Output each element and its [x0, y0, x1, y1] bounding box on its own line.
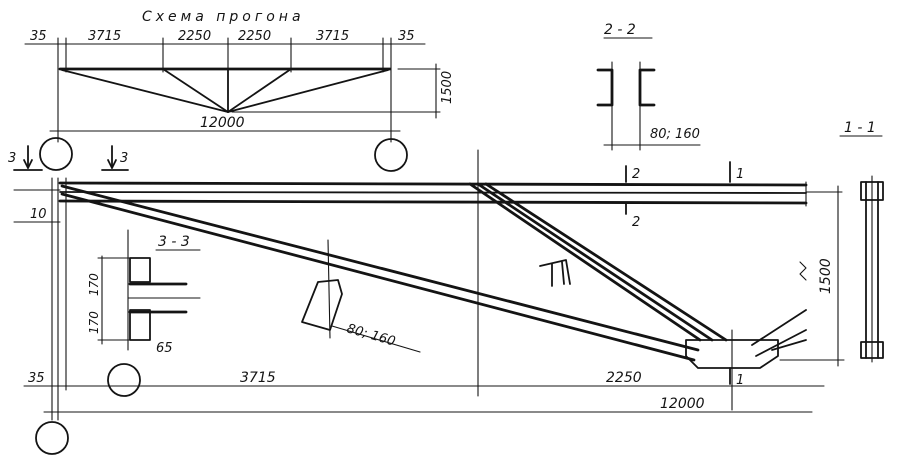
top-chord-upper — [58, 181, 808, 187]
purlin-scheme: Схема прогона 35 3715 2250 2250 3715 35 … — [24, 9, 455, 172]
diagonal-right-lower — [476, 182, 714, 342]
diagonal-right-upper — [468, 182, 702, 342]
scheme-diag-2 — [227, 68, 292, 113]
scheme-dim-35-right: 35 — [398, 29, 415, 44]
axis-circle-mid — [107, 363, 141, 397]
diagonal-left-upper — [60, 184, 700, 352]
scheme-dim-1500: 1500 — [440, 71, 455, 104]
top-chord-lower — [58, 199, 808, 205]
scheme-dim-3715-right: 3715 — [316, 29, 349, 44]
section-arrowhead — [23, 159, 33, 169]
axis-circle-right — [374, 138, 408, 172]
dim-12000: 12000 — [660, 396, 705, 412]
mark-1-bottom: 1 — [736, 373, 744, 388]
scheme-dim-2250-left: 2250 — [178, 29, 211, 44]
channel-left — [596, 68, 614, 107]
diagonal-left-lower — [60, 192, 696, 362]
section-2-2-title: 2 - 2 — [604, 22, 636, 38]
diagonal-right-edge — [484, 182, 728, 342]
section-1-1-title: 1 - 1 — [844, 120, 876, 136]
mark-3-left: 3 — [8, 151, 16, 166]
mark-2-top: 2 — [632, 167, 640, 182]
strut-axis — [327, 239, 331, 339]
top-chord-mid — [59, 191, 807, 194]
axis-circle-bottom — [35, 421, 69, 455]
scheme-diag-1 — [162, 68, 229, 113]
section-2-2: 2 - 2 80; 160 — [596, 22, 701, 151]
section-3-3-dim-a: 170 — [87, 273, 101, 296]
scheme-bottom-right — [227, 69, 389, 113]
section-1-1: 1 - 1 — [839, 120, 884, 363]
dim-35: 35 — [28, 371, 45, 386]
strut-detail — [301, 279, 343, 331]
scheme-dim-3715-left: 3715 — [88, 29, 121, 44]
section-3-3-title: 3 - 3 — [158, 234, 190, 250]
purlin-elevation: 3 3 10 2 2 — [8, 145, 845, 455]
scheme-dim-35-left: 35 — [30, 29, 47, 44]
strut-label: 80; 160 — [345, 321, 397, 349]
channel-right — [638, 68, 656, 107]
gusset-plate — [685, 339, 779, 369]
axis-circle-left — [39, 137, 73, 171]
scheme-dim-2250-right: 2250 — [238, 29, 271, 44]
leader-line — [331, 325, 421, 353]
section-1-1-base — [860, 341, 884, 359]
dim-2250: 2250 — [606, 370, 642, 386]
diagonal-far-right-2 — [755, 329, 807, 357]
section-3-3-dim-b: 170 — [87, 311, 101, 334]
mark-1-top: 1 — [736, 167, 744, 182]
dim-3715: 3715 — [240, 370, 276, 386]
scheme-dim-12000: 12000 — [200, 115, 245, 131]
section-2-2-dim: 80; 160 — [650, 127, 700, 142]
section-3-3-block-top — [129, 257, 151, 283]
mark-2-bottom: 2 — [632, 215, 640, 230]
mark-3-right: 3 — [120, 151, 128, 166]
break-mark — [799, 261, 807, 281]
scheme-title: Схема прогона — [142, 9, 305, 25]
dim-1500: 1500 — [818, 258, 834, 294]
section-arrowhead — [107, 159, 117, 169]
scheme-bottom-left — [61, 69, 229, 113]
clip-detail — [539, 259, 571, 287]
section-3-3-dim-c: 65 — [156, 341, 173, 356]
dim-10: 10 — [30, 207, 47, 222]
section-3-3-block-bottom — [129, 309, 151, 341]
